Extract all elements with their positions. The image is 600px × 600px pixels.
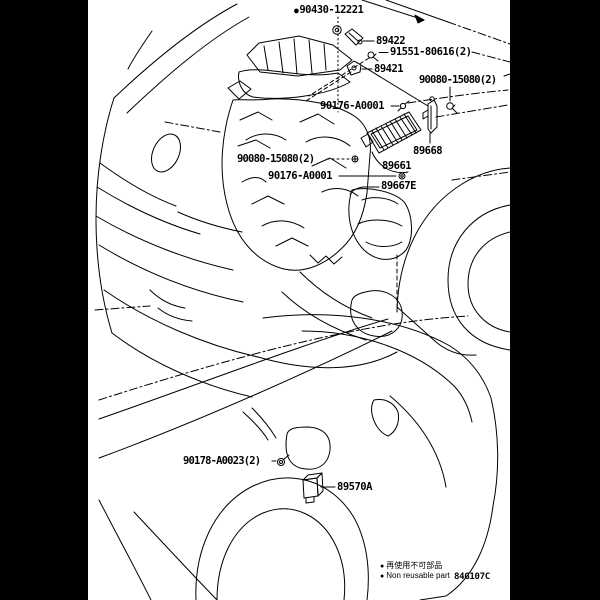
legend-en-text: Non reusable part	[386, 571, 450, 580]
part-label-90176-a0001-lower: 90176-A0001	[268, 170, 333, 182]
part-label-89667e: 89667E	[381, 180, 416, 192]
diagram-code: 84G107C	[454, 572, 490, 582]
part-label-89661: 89661	[382, 160, 412, 172]
legend-jp: ●再使用不可部品	[380, 560, 442, 571]
part-label-90080-15080-left: 90080-15080(2)	[237, 153, 315, 165]
part-label-91551-80616: 91551-80616(2)	[390, 46, 472, 58]
part-label-90080-15080-upper: 90080-15080(2)	[419, 74, 497, 86]
non-reusable-bullet: ●	[380, 573, 385, 580]
part-label-89570a: 89570A	[337, 481, 372, 493]
non-reusable-bullet: ●	[380, 563, 385, 570]
part-label-90176-a0001-upper: 90176-A0001	[320, 100, 385, 112]
part-label-90178-a0023: 90178-A0023(2)	[183, 455, 261, 467]
part-number: 90430-12221	[299, 4, 364, 16]
part-label-90430-12221: ●90430-12221	[294, 4, 364, 16]
part-label-89422: 89422	[376, 35, 406, 47]
legend-en: ●Non reusable part	[380, 571, 450, 580]
non-reusable-bullet: ●	[294, 6, 299, 15]
part-label-89421: 89421	[374, 63, 404, 75]
legend-jp-text: 再使用不可部品	[386, 561, 443, 570]
part-label-89668: 89668	[413, 145, 443, 157]
